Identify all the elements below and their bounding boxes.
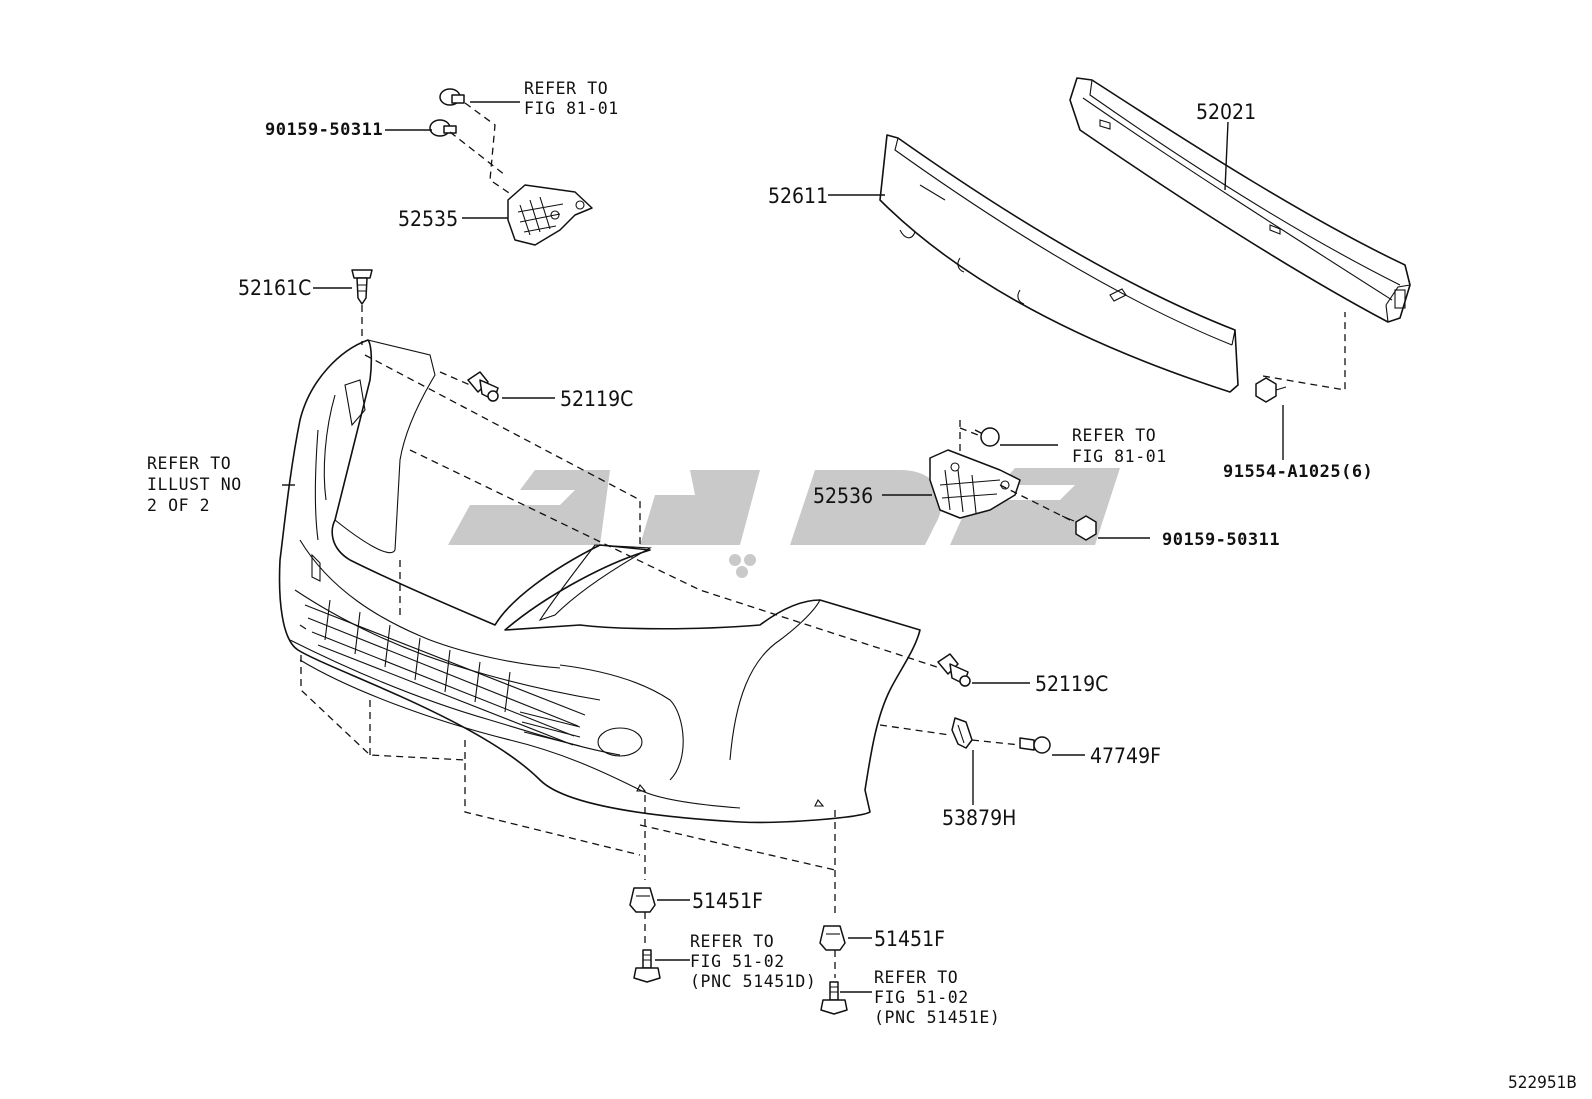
nut-top-refer [439,88,465,106]
nut-right-refer [974,427,1000,447]
part-label-52535: 52535 [398,207,458,231]
ref-bl-line1: REFER TO [690,932,774,951]
part-label-52611: 52611 [768,184,828,208]
clip-51451f-left [629,887,656,913]
part-label-51451f-right: 51451F [874,927,945,951]
part-label-90159-50311-right: 90159-50311 [1162,530,1280,550]
ref-br-line1: REFER TO [874,968,958,987]
ref-right-line2: FIG 81-01 [1072,447,1167,466]
part-label-51451f-left: 51451F [692,889,763,913]
ref-illust-line1: REFER TO [147,454,231,473]
part-label-52161c: 52161C [238,276,311,300]
part-label-52119c-top: 52119C [560,387,633,411]
clip-52119c-right [937,653,971,687]
clip-52161c [351,269,373,305]
bracket-52535 [507,184,593,246]
bracket-52536 [929,449,1021,519]
ref-illust-line3: 2 OF 2 [147,496,210,515]
ref-top-line1: REFER TO [524,79,608,98]
figure-code: 522951B [1508,1073,1577,1093]
ref-right-line1: REFER TO [1072,426,1156,445]
clip-51451f-right [819,925,846,951]
ref-br-line3: (PNC 51451E) [874,1008,1000,1027]
part-label-52021: 52021 [1196,100,1256,124]
bracket-53879h [951,717,973,749]
leader-lines [282,101,1284,993]
clip-52119c-top [467,371,499,402]
part-label-52119c-right: 52119C [1035,672,1108,696]
part-label-90159-50311-top: 90159-50311 [265,120,383,140]
ref-bl-line2: FIG 51-02 [690,952,785,971]
ref-top-line2: FIG 81-01 [524,99,619,118]
ref-bl-line3: (PNC 51451D) [690,972,816,991]
bolt-91554 [1255,377,1287,403]
part-label-91554-a1025: 91554-A1025(6) [1223,462,1373,482]
front-bumper-cover [278,339,921,824]
energy-absorber-52611 [879,134,1239,393]
bolt-90159-top [429,119,457,137]
ref-illust-line2: ILLUST NO [147,475,242,494]
part-label-52536: 52536 [813,484,873,508]
bolt-51451e [820,981,848,1015]
screw-47749f [1019,736,1051,754]
part-label-47749f: 47749F [1090,744,1161,768]
ref-br-line2: FIG 51-02 [874,988,969,1007]
part-label-53879h: 53879H [942,806,1016,830]
bumper-reinforcement-52021 [1069,77,1411,323]
assembly-lines [300,102,1346,978]
bolt-51451d [633,949,661,983]
